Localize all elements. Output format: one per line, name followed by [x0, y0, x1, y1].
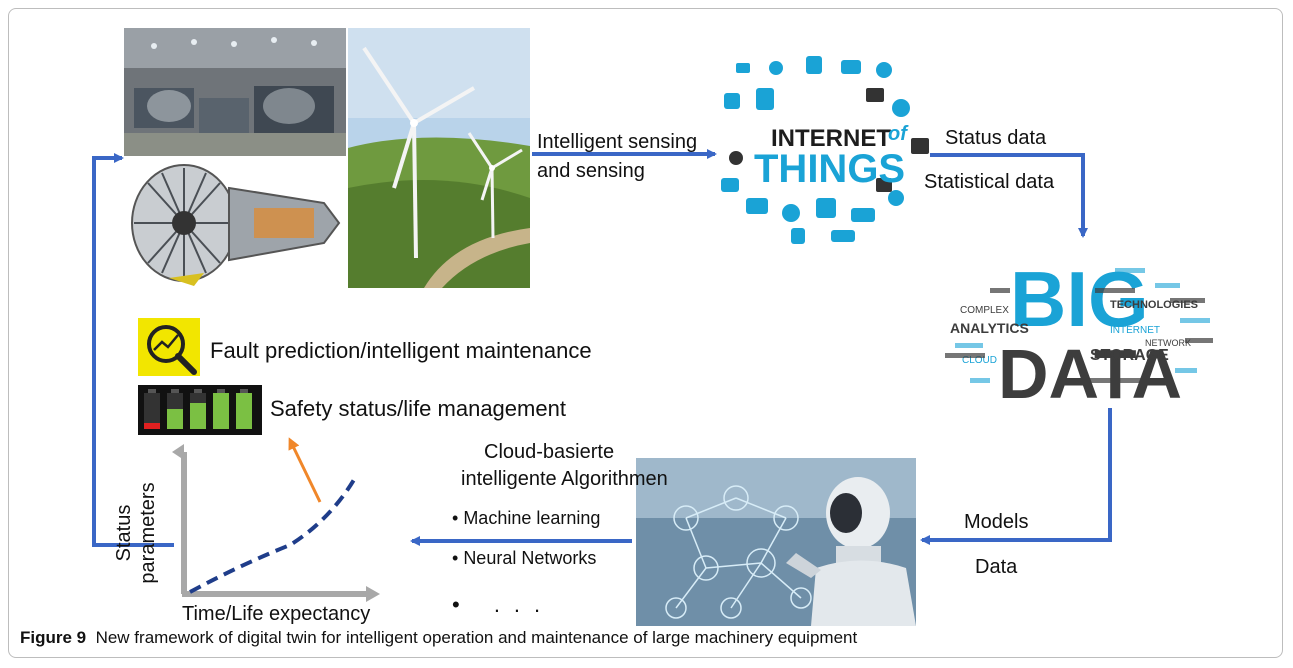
orange-arrow	[288, 437, 322, 503]
bullet-machine-learning-text: Machine learning	[463, 508, 601, 528]
bullet-neural-networks: • Neural Networks	[452, 548, 596, 569]
factory-hall-photo	[124, 28, 346, 156]
iot-word-of: of	[888, 123, 909, 145]
figure-number: Figure 9	[20, 628, 87, 647]
battery-icon	[144, 389, 252, 429]
arrow-iot-to-bigdata	[930, 153, 1088, 238]
iot-svg: INTERNET of THINGS	[721, 56, 929, 244]
fault-prediction-label: Fault prediction/intelligent maintenance	[210, 338, 592, 363]
bigdata-filler-words-dark	[945, 288, 1213, 383]
statistical-data-label: Statistical data	[924, 171, 1055, 193]
bigdata-filler-words	[955, 268, 1210, 383]
equipment-photo-collage	[124, 28, 530, 288]
models-label: Models	[964, 511, 1029, 533]
arrow-bigdata-to-ai	[920, 408, 1112, 545]
bigdata-word-data: DATA	[998, 335, 1182, 404]
iot-word-internet: INTERNET	[771, 125, 891, 152]
bigdata-word-network: NETWORK	[1145, 338, 1191, 348]
ai-robot-svg	[636, 458, 916, 626]
bigdata-word-cloud: CLOUD	[962, 355, 997, 366]
iot-icons	[721, 56, 910, 244]
jet-engine-photo	[124, 156, 346, 288]
bigdata-svg: BIG DATA ANALYTICS STORAGE TECHNOLOGIES …	[945, 255, 1213, 413]
graph-y-axis-label-line1: Status	[113, 504, 135, 562]
iot-dark-icons	[729, 88, 929, 192]
network-nodes	[665, 485, 812, 619]
battery-status-icon	[138, 385, 262, 435]
bullet-machine-learning: • Machine learning	[452, 508, 600, 529]
graph-x-axis-arrowhead	[366, 586, 380, 602]
status-data-label: Status data	[945, 127, 1047, 149]
bullet-dot: •	[452, 508, 464, 528]
bigdata-word-storage: STORAGE	[1090, 347, 1169, 364]
sensing-label-line2: and sensing	[537, 160, 645, 182]
figure-caption: Figure 9 New framework of digital twin f…	[20, 628, 857, 648]
equipment-photos-svg	[124, 28, 530, 288]
bullet-ellipsis: • ...	[452, 592, 555, 617]
iot-word-things: THINGS	[754, 147, 905, 191]
bullet-dot: •	[452, 548, 464, 568]
bigdata-word-internet: INTERNET	[1110, 325, 1160, 336]
cloud-algorithms-line2: intelligente Algorithmen	[461, 468, 668, 490]
degradation-curve	[189, 476, 357, 594]
bigdata-word-complex: COMPLEX	[960, 305, 1009, 316]
magnifier-icon	[147, 325, 197, 375]
graph-x-axis-label: Time/Life expectancy	[182, 603, 371, 625]
iot-word-cloud: INTERNET of THINGS	[716, 48, 938, 248]
figure-frame	[8, 8, 1283, 658]
wind-turbine-photo	[348, 28, 530, 288]
figure-caption-text: New framework of digital twin for intell…	[95, 628, 858, 647]
ai-robot-photo	[636, 458, 916, 626]
cloud-algorithms-line1: Cloud-basierte	[484, 441, 615, 463]
fault-prediction-icon	[138, 318, 200, 376]
big-data-word-cloud: BIG DATA ANALYTICS STORAGE TECHNOLOGIES …	[940, 238, 1230, 413]
bullet-neural-networks-text: Neural Networks	[463, 548, 597, 568]
graph-y-axis-label-line2: parameters	[137, 482, 159, 584]
bigdata-word-analytics: ANALYTICS	[950, 320, 1029, 336]
arrow-feedback-to-photos	[92, 153, 174, 547]
safety-status-label: Safety status/life management	[270, 396, 566, 421]
data-label: Data	[975, 556, 1018, 578]
graph-y-axis-label: Status parameters	[112, 458, 160, 608]
sensing-label-line1: Intelligent sensing	[537, 131, 698, 153]
robot-figure	[786, 477, 916, 626]
